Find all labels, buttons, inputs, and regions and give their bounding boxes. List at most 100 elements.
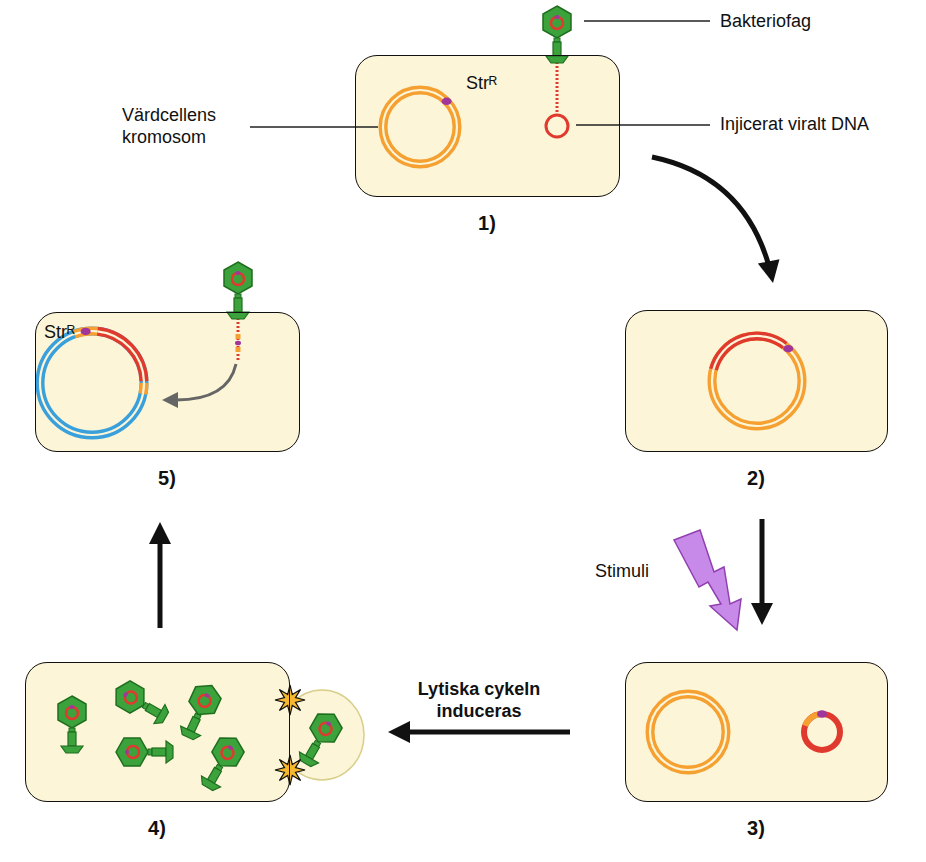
strr-gene bbox=[81, 328, 91, 336]
lysis-burst bbox=[275, 685, 305, 715]
cycle-arrow bbox=[751, 519, 773, 625]
bacteriophage bbox=[293, 707, 346, 770]
phage-dna bbox=[123, 689, 139, 705]
lysis-burst bbox=[275, 755, 305, 785]
chromosome bbox=[650, 694, 726, 770]
cell-ground bbox=[25, 662, 290, 802]
transduced-dna bbox=[237, 318, 240, 360]
dna-segment bbox=[714, 336, 785, 369]
phage-head bbox=[58, 696, 86, 728]
phage-baseplate bbox=[166, 741, 173, 763]
phage-baseplate bbox=[227, 312, 249, 319]
phage-gene bbox=[123, 691, 129, 698]
phage-head bbox=[109, 677, 151, 717]
phage-head bbox=[116, 738, 148, 766]
callout-label: Värdcellens kromosom bbox=[122, 104, 252, 148]
phage-tail bbox=[234, 298, 242, 312]
arrowhead bbox=[758, 259, 780, 283]
phage-neck bbox=[235, 294, 241, 298]
injected-dna-strand bbox=[556, 62, 559, 113]
phage-gene bbox=[69, 705, 74, 709]
dna-segment-gap bbox=[714, 336, 785, 369]
strr-gene bbox=[442, 98, 452, 106]
step-number: 1) bbox=[478, 212, 496, 235]
phage-baseplate bbox=[546, 56, 568, 63]
cell-ground bbox=[625, 310, 888, 452]
phage-dna bbox=[317, 721, 333, 737]
bacteriophage bbox=[116, 738, 173, 766]
dna-segment bbox=[143, 383, 144, 394]
phage-tail bbox=[152, 748, 166, 756]
chromosome-gap bbox=[650, 694, 726, 770]
injected-viral-dna bbox=[546, 115, 568, 137]
strr-gene bbox=[783, 345, 793, 353]
chromosome bbox=[40, 331, 144, 435]
injection-arrow bbox=[176, 364, 236, 400]
bacteriophage bbox=[109, 677, 172, 730]
step-number: 2) bbox=[747, 467, 765, 490]
phage-baseplate bbox=[178, 726, 201, 742]
arrow-shaft bbox=[388, 730, 570, 735]
arrowhead bbox=[388, 721, 410, 743]
callout-label: Injicerat viralt DNA bbox=[720, 114, 869, 135]
phage-gene bbox=[204, 693, 210, 699]
stimuli-lightning bbox=[674, 530, 741, 630]
phage-head bbox=[543, 6, 571, 38]
step-number: 3) bbox=[747, 817, 765, 840]
cell-ground bbox=[355, 55, 620, 197]
bacteriophage bbox=[224, 262, 252, 319]
cycle-arrow bbox=[388, 721, 570, 743]
chromosome-gap bbox=[712, 336, 802, 426]
host-dna-fragment bbox=[805, 714, 819, 726]
chromosome bbox=[383, 90, 457, 164]
bacterial-cell: 2) bbox=[625, 310, 888, 452]
cell-ground bbox=[35, 312, 300, 452]
bacterial-cell: 3) bbox=[625, 662, 888, 802]
chromosome bbox=[712, 336, 802, 426]
arrowhead bbox=[751, 603, 773, 625]
dna-segment bbox=[97, 331, 144, 381]
injection-arrowhead bbox=[162, 392, 178, 408]
cell-ground bbox=[625, 662, 888, 802]
bacteriophage bbox=[175, 680, 224, 743]
chromosome-gap bbox=[40, 331, 144, 435]
gene-label: Strᴿ bbox=[466, 73, 497, 94]
phage-gene bbox=[325, 721, 332, 727]
bacteriophage bbox=[58, 696, 86, 753]
phage-head bbox=[306, 707, 346, 749]
phage-gene bbox=[554, 15, 559, 19]
phage-dna bbox=[219, 745, 235, 761]
phage-tail bbox=[68, 732, 76, 746]
phage-baseplate bbox=[61, 746, 83, 753]
leader-line bbox=[576, 124, 710, 125]
phage-baseplate bbox=[154, 704, 171, 727]
phage-gene bbox=[235, 271, 240, 275]
cycle-arrow bbox=[149, 522, 171, 628]
bacterial-cell: Strᴿ5) bbox=[35, 312, 300, 452]
chromosome-gap bbox=[383, 90, 457, 164]
strr-gene bbox=[817, 710, 827, 718]
step-number: 4) bbox=[148, 817, 166, 840]
phage-gene bbox=[125, 749, 129, 754]
bacteriophage bbox=[195, 731, 248, 794]
bacterial-cell: Strᴿ1) bbox=[355, 55, 620, 197]
cycle-arrow bbox=[652, 157, 779, 283]
leader-line bbox=[584, 20, 710, 21]
phage-head bbox=[208, 731, 248, 773]
excised-phage-dna bbox=[804, 714, 840, 750]
strr-gene bbox=[235, 341, 241, 346]
arrow-shaft bbox=[652, 157, 773, 283]
phage-baseplate bbox=[198, 776, 221, 793]
edge-label: Lytiska cykeln induceras bbox=[399, 678, 559, 722]
callout-label: Bakteriofag bbox=[720, 11, 811, 32]
gene-label: Strᴿ bbox=[44, 322, 75, 343]
dna-segment-gap bbox=[97, 331, 144, 381]
phage-tail bbox=[553, 42, 561, 56]
host-dna-fragment bbox=[236, 347, 241, 352]
leader-line bbox=[250, 126, 378, 127]
dna-segment-gap bbox=[143, 383, 144, 394]
callout-label: Stimuli bbox=[595, 561, 649, 582]
step-number: 5) bbox=[158, 467, 176, 490]
phage-neck bbox=[148, 749, 152, 755]
phage-dna bbox=[197, 693, 213, 709]
